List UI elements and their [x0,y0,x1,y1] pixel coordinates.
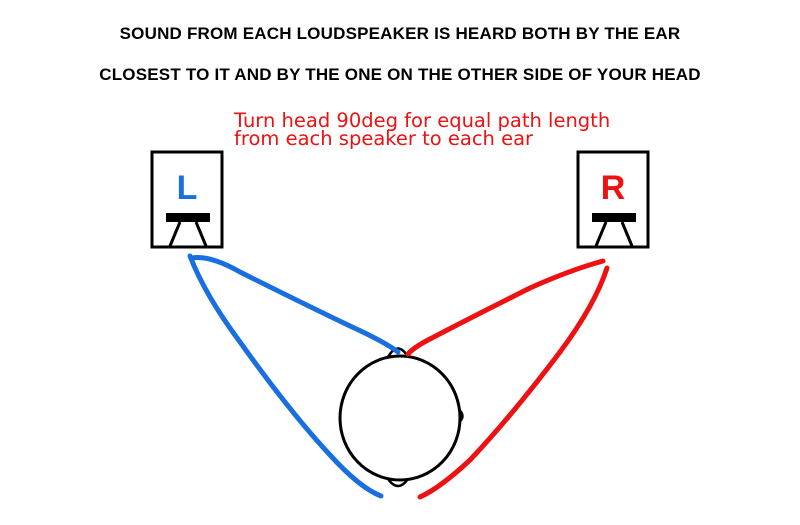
listener-head [338,347,464,488]
right-speaker-driver-icon [592,213,636,247]
right-speaker: R [576,150,650,249]
head-outline [338,354,462,482]
left-speaker-label: L [177,169,198,207]
right-speaker-cabinet [576,150,650,249]
left-speaker-sound-paths [187,253,401,499]
right-to-near-ear-path [405,258,606,357]
right-to-far-ear-path [417,265,610,500]
note-line-1: Turn head 90deg for equal path length [234,109,611,132]
title-line-1: SOUND FROM EACH LOUDSPEAKER IS HEARD BOT… [119,24,681,43]
right-speaker-label: R [601,169,626,207]
left-speaker-cabinet [150,150,224,249]
left-to-near-ear-path [189,255,401,355]
note-line-2: from each speaker to each ear [234,127,534,150]
left-speaker: L [150,150,224,249]
title-line-2: CLOSEST TO IT AND BY THE ONE ON THE OTHE… [99,65,701,84]
head-turn-note: Turn head 90deg for equal path length fr… [234,109,611,150]
right-speaker-sound-paths [405,258,610,500]
left-speaker-driver-icon [166,213,210,247]
left-to-far-ear-path [187,253,384,499]
